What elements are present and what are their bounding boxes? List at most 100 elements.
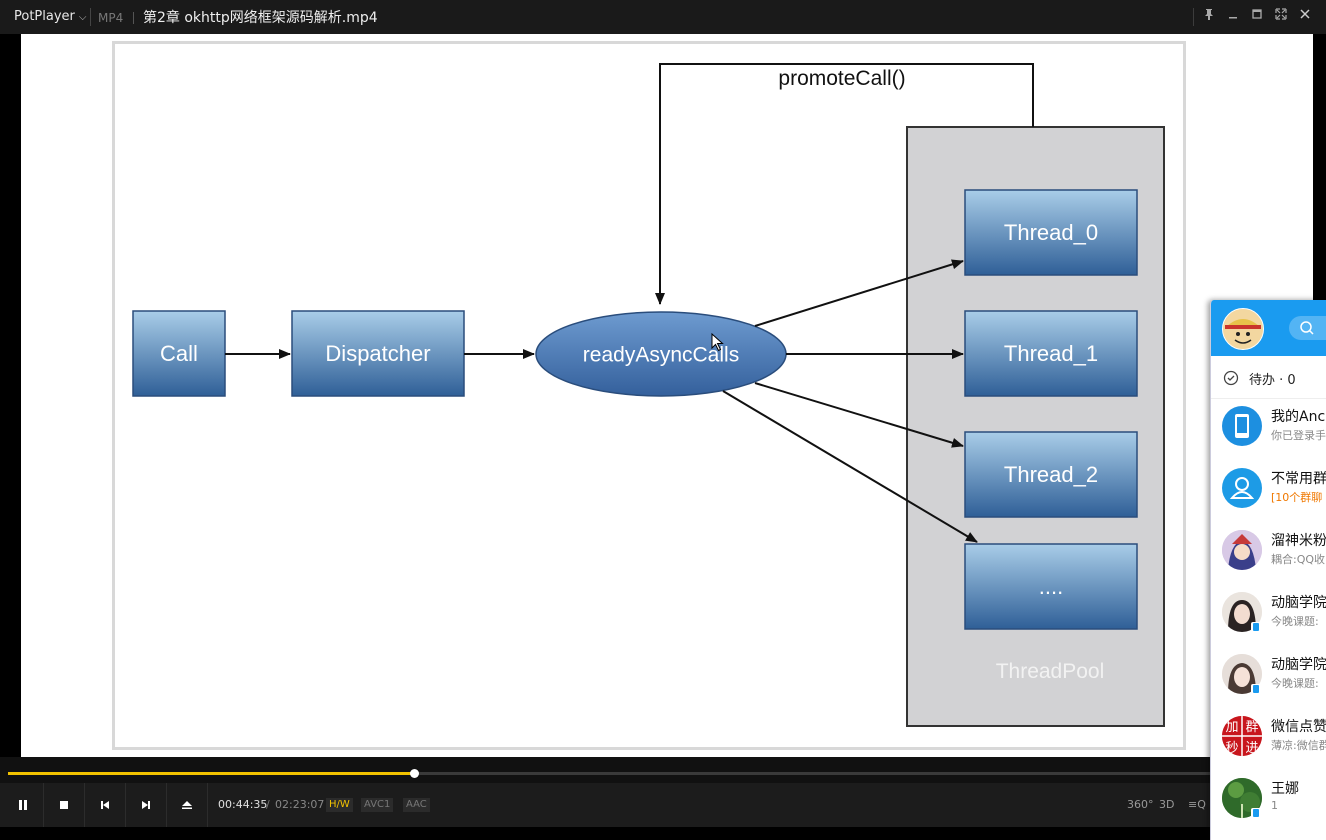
contact-message: 薄凉:微信群 <box>1271 739 1326 752</box>
qq-header <box>1211 300 1326 356</box>
ready-to-thread0-arrow <box>754 259 964 327</box>
control-bar: 00:44:35 / 02:23:07 H/W AVC1 AAC 360° 3D… <box>0 783 1326 827</box>
app-name: PotPlayer <box>14 9 75 24</box>
seek-thumb[interactable] <box>410 769 420 778</box>
thread-0-label: Thread_0 <box>1004 220 1098 245</box>
contact-item[interactable]: 不常用群 [10个群聊 <box>1211 458 1326 520</box>
current-time: 00:44:35 <box>218 798 268 811</box>
divider <box>133 12 134 24</box>
pin-icon[interactable] <box>1197 0 1221 34</box>
svg-text:进: 进 <box>1245 741 1258 756</box>
video-codec-badge[interactable]: AVC1 <box>361 798 394 812</box>
app-menu-button[interactable]: PotPlayer⌵ <box>6 0 94 34</box>
todo-label: 待办 · 0 <box>1249 373 1296 388</box>
vr-360-button[interactable]: 360° <box>1127 798 1154 811</box>
contact-item[interactable]: 我的Anc 你已登录手 <box>1211 396 1326 458</box>
thread-1-node <box>964 310 1138 397</box>
thread-0-node <box>964 189 1138 276</box>
mobile-status-icon <box>1251 684 1261 694</box>
close-icon[interactable] <box>1293 0 1317 34</box>
check-circle-icon <box>1223 370 1239 386</box>
ready-to-more-arrow <box>722 390 978 543</box>
next-button[interactable] <box>126 783 167 827</box>
file-title: 第2章 okhttp网络框架源码解析.mp4 <box>143 10 378 26</box>
contact-item[interactable]: 动脑学院 今晚课题: <box>1211 582 1326 644</box>
chevron-down-icon: ⌵ <box>78 12 87 23</box>
divider <box>1193 8 1194 26</box>
contact-item[interactable]: 王娜 1 <box>1211 768 1326 830</box>
total-time[interactable]: 02:23:07 <box>275 798 325 811</box>
dispatcher-label: Dispatcher <box>325 341 430 366</box>
contact-name: 王娜 <box>1271 781 1299 797</box>
ready-to-thread2-arrow <box>754 382 964 448</box>
svg-text:秒: 秒 <box>1225 741 1238 756</box>
mouse-cursor-icon <box>711 332 724 352</box>
anime-avatar <box>1222 530 1262 570</box>
contact-message: [10个群聊 <box>1271 491 1323 504</box>
thread-more-node <box>964 543 1138 630</box>
pause-button[interactable] <box>3 783 44 827</box>
seek-track[interactable] <box>8 769 1318 778</box>
seek-progress <box>8 772 415 775</box>
mobile-status-icon <box>1251 622 1261 632</box>
call-label: Call <box>160 341 198 366</box>
stop-button[interactable] <box>44 783 85 827</box>
phone-avatar-icon <box>1222 406 1262 446</box>
contact-name: 我的Anc <box>1271 409 1326 425</box>
group-avatar-icon <box>1222 468 1262 508</box>
contact-message: 你已登录手 <box>1271 429 1326 442</box>
threadpool-label: ThreadPool <box>996 660 1105 683</box>
fullscreen-icon[interactable] <box>1269 0 1293 34</box>
thread-2-label: Thread_2 <box>1004 462 1098 487</box>
contact-name: 溜神米粉 <box>1271 533 1326 549</box>
user-avatar[interactable] <box>1222 308 1264 350</box>
search-field[interactable] <box>1289 316 1326 340</box>
stop-icon <box>60 801 68 809</box>
pause-icon <box>19 800 27 810</box>
maximize-icon[interactable] <box>1245 0 1269 34</box>
contact-message: 耦合:QQ收 <box>1271 553 1326 566</box>
mobile-status-icon <box>1251 808 1261 818</box>
skip-next-icon <box>142 801 150 809</box>
contact-message: 今晚课题: <box>1271 677 1319 690</box>
contact-item[interactable]: 动脑学院 今晚课题: <box>1211 644 1326 706</box>
audio-codec-badge[interactable]: AAC <box>403 798 430 812</box>
search-icon <box>1300 321 1314 335</box>
qq-panel[interactable]: 待办 · 0 我的Anc 你已登录手 不常用群 [10个群聊 溜神米粉 耦合:Q… <box>1210 300 1326 840</box>
contact-message: 今晚课题: <box>1271 615 1319 628</box>
dispatcher-node <box>291 310 465 397</box>
skip-previous-icon <box>101 801 109 809</box>
okhttp-dispatcher-diagram: ThreadPool promoteCall() Call Dispatcher… <box>132 63 1165 727</box>
contact-name: 微信点赞 <box>1271 719 1326 735</box>
todo-row[interactable]: 待办 · 0 <box>1211 356 1326 399</box>
contact-item[interactable]: 加群秒进 微信点赞 薄凉:微信群 <box>1211 706 1326 768</box>
seek-bar[interactable] <box>0 757 1326 783</box>
ready-async-calls-label: readyAsyncCalls <box>583 344 739 367</box>
svg-text:群: 群 <box>1245 720 1258 735</box>
contact-name: 不常用群 <box>1271 471 1326 487</box>
title-bar: PotPlayer⌵ MP4 第2章 okhttp网络框架源码解析.mp4 <box>0 0 1326 34</box>
promote-arrow <box>655 63 1034 305</box>
video-frame[interactable]: ThreadPool promoteCall() Call Dispatcher… <box>21 34 1313 757</box>
svg-text:加: 加 <box>1225 720 1238 735</box>
contact-item[interactable]: 溜神米粉 耦合:QQ收 <box>1211 520 1326 582</box>
contact-name: 动脑学院 <box>1271 657 1326 673</box>
contact-name: 动脑学院 <box>1271 595 1326 611</box>
format-label: MP4 <box>98 11 124 25</box>
open-file-button[interactable] <box>167 783 208 827</box>
thread-2-node <box>964 431 1138 518</box>
playlist-button[interactable]: ≡Q <box>1188 798 1206 811</box>
contact-avatar: 加群秒进 <box>1222 716 1262 756</box>
previous-button[interactable] <box>85 783 126 827</box>
eject-icon <box>182 801 192 809</box>
thread-more-label: .... <box>1039 574 1063 599</box>
minimize-icon[interactable] <box>1221 0 1245 34</box>
divider <box>90 8 91 26</box>
3d-button[interactable]: 3D <box>1159 798 1175 811</box>
hw-decoder-badge[interactable]: H/W <box>326 798 353 812</box>
slide: ThreadPool promoteCall() Call Dispatcher… <box>112 41 1186 750</box>
time-separator: / <box>266 798 270 811</box>
contact-avatar <box>1222 654 1262 694</box>
promote-label: promoteCall() <box>778 67 905 90</box>
contact-message: 1 <box>1271 799 1278 812</box>
